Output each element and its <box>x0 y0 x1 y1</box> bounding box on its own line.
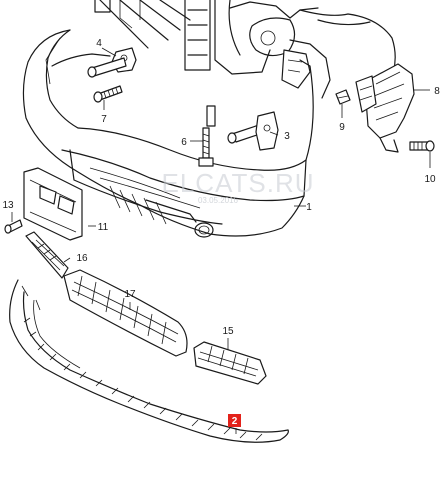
callout-3[interactable]: 3 <box>284 131 290 142</box>
side-grille-15 <box>193 341 267 385</box>
screw-13 <box>4 219 23 234</box>
callout-2[interactable]: 2 <box>232 416 238 427</box>
callout-4[interactable]: 4 <box>96 38 102 49</box>
callout-9[interactable]: 9 <box>339 122 345 133</box>
callout-15[interactable]: 15 <box>222 326 234 337</box>
callout-2-badge[interactable] <box>228 414 241 427</box>
spoiler-2 <box>9 279 289 443</box>
callout-16[interactable]: 16 <box>76 253 88 264</box>
callout-13[interactable]: 13 <box>2 200 14 211</box>
callout-8[interactable]: 8 <box>434 86 440 97</box>
callout-11[interactable]: 11 <box>98 222 109 233</box>
bracket-4 <box>87 47 137 78</box>
grille-17 <box>63 269 188 357</box>
watermark-date: 03.05.2016 <box>198 196 239 205</box>
callout-6[interactable]: 6 <box>181 137 187 148</box>
callout-7[interactable]: 7 <box>101 114 107 125</box>
radiator-frame <box>94 0 396 99</box>
callout-10[interactable]: 10 <box>424 174 436 185</box>
side-bracket-8 <box>355 63 415 153</box>
screw-10 <box>409 140 435 152</box>
clip-9 <box>335 89 351 105</box>
leader-lines <box>11 47 431 434</box>
bolt-6 <box>198 105 216 167</box>
callout-1[interactable]: 1 <box>306 202 312 213</box>
bracket-3 <box>227 111 279 151</box>
callout-17[interactable]: 17 <box>124 289 136 300</box>
plate-carrier-11 <box>23 167 83 241</box>
bracket-16 <box>25 231 69 279</box>
screw-7 <box>93 85 123 103</box>
watermark-text: ELCATS.RU <box>162 168 315 198</box>
